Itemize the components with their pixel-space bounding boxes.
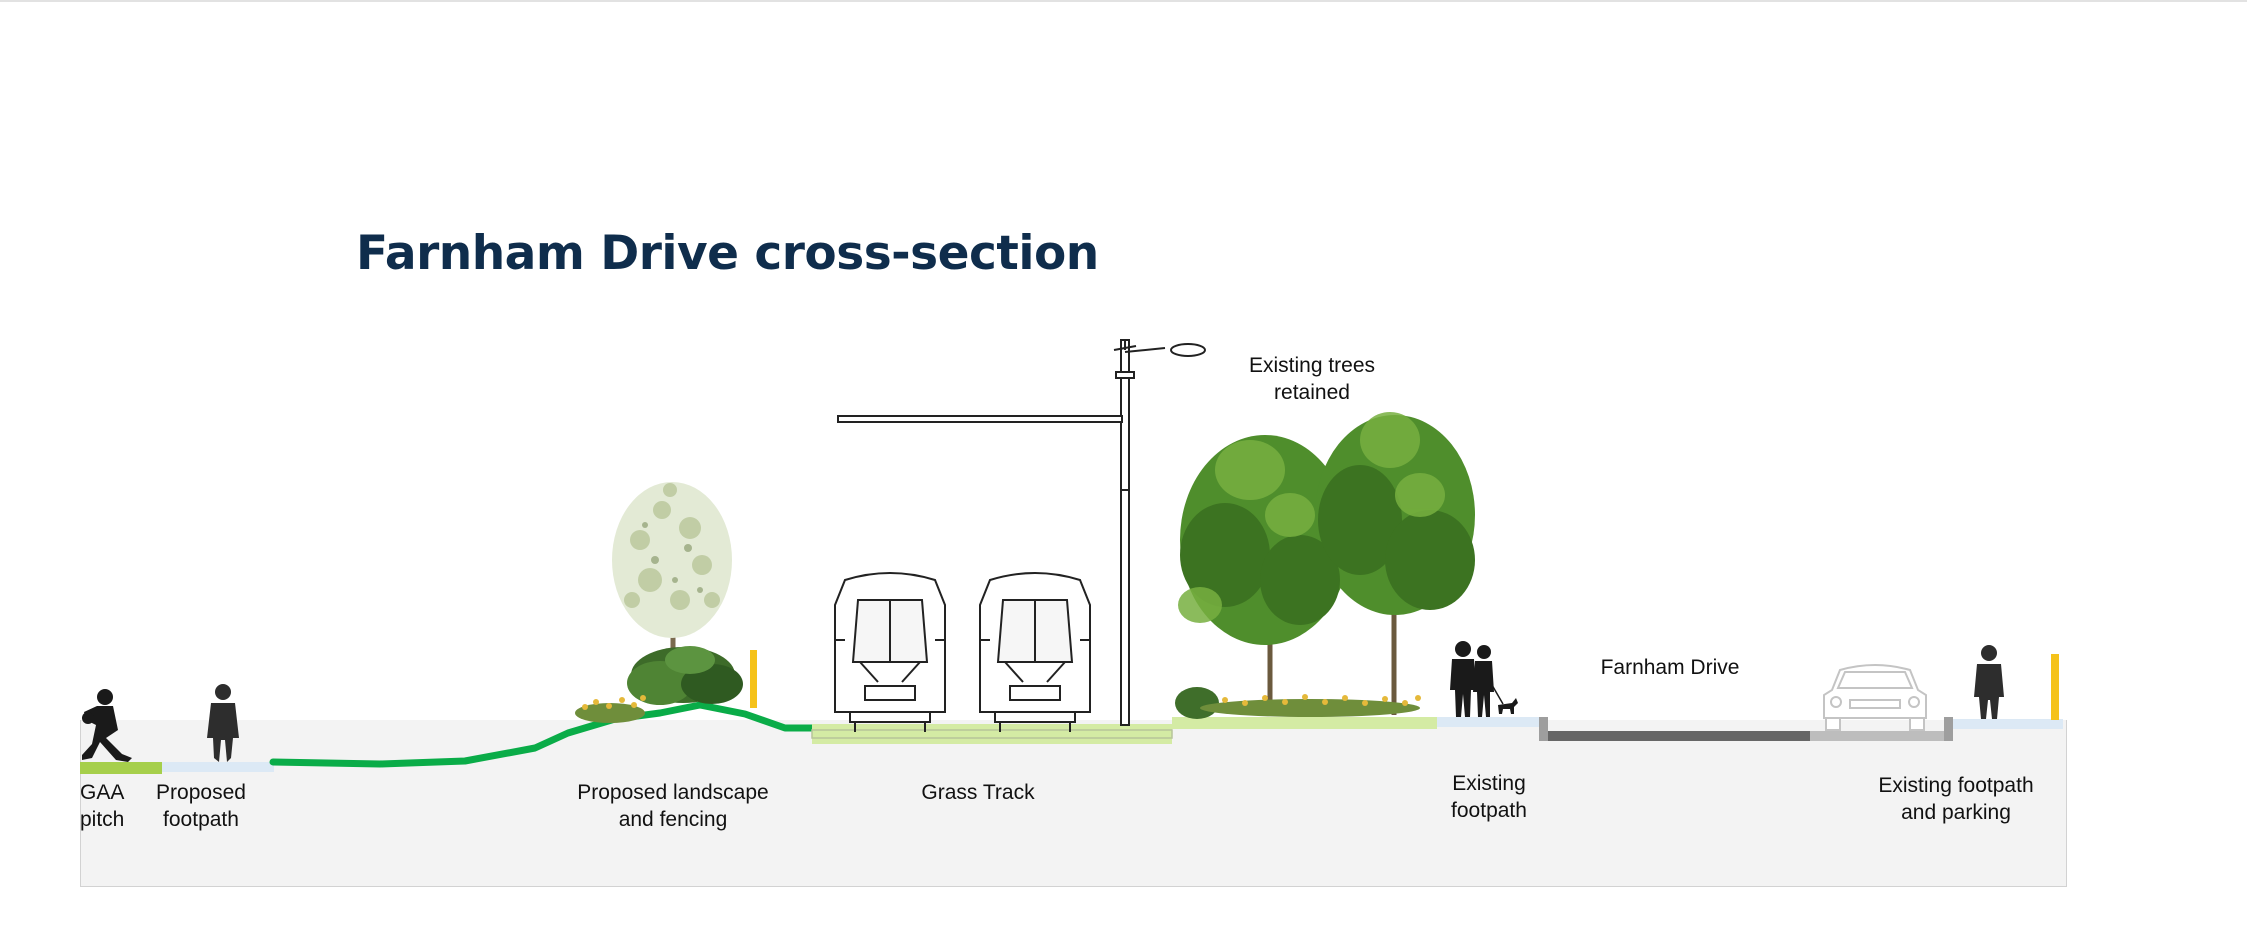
right-bollard [2051,654,2059,720]
pedestrian-silhouette [207,684,239,762]
road-kerbs [1539,717,1953,741]
right-pedestrian-silhouette [1974,645,2004,719]
parking-lane [1810,731,1944,741]
couple-with-dog-silhouette [1450,641,1518,717]
page-title: Farnham Drive cross-section [356,226,1099,281]
tram-left [834,572,946,732]
parked-car-outline [1823,664,1927,731]
flower-bed [575,695,646,723]
gaa-pitch-strip [80,762,162,774]
label-farnham-drive: Farnham Drive [1600,656,1740,679]
hedge-shrub [627,646,743,705]
label-grass-track: Grass Track [921,781,1035,804]
right-footpath-strip [1953,719,2063,729]
fence-post [750,650,757,708]
embankment-line [269,701,822,768]
existing-trees [1178,412,1475,715]
tram-right [979,572,1091,732]
proposed-footpath-strip [162,762,274,772]
ground-section [80,720,2067,887]
grass-track-bed [812,724,1172,744]
overhead-line-pole [837,339,1206,726]
existing-footpath-strip [1437,717,1539,727]
track-slab [811,729,1173,739]
top-rule [0,0,2247,2]
football-player-silhouette [82,689,132,762]
road-carriageway [1548,731,1810,741]
blossom-tree [612,482,732,650]
verge-planting [1172,687,1437,729]
